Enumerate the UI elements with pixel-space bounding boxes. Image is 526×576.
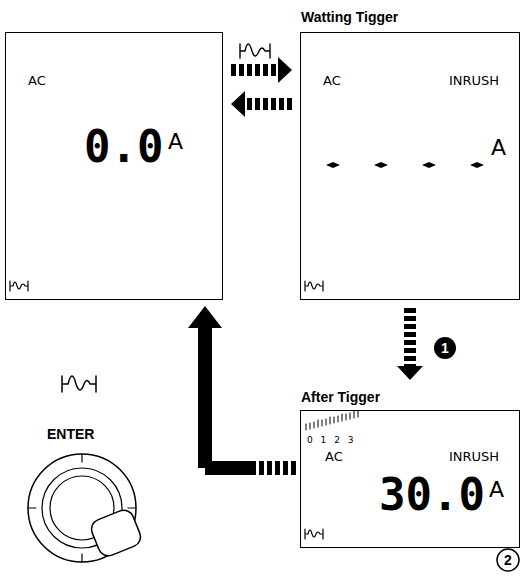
flow-arrow xyxy=(231,91,292,117)
arrow-part xyxy=(198,328,212,468)
lcd-dashes xyxy=(326,162,484,168)
flow-arrow xyxy=(397,308,423,380)
arrow-part xyxy=(404,364,416,366)
arrow-part xyxy=(231,64,236,76)
lcd-screen: After Tigger0 1 2 3ACINRUSH30.0A xyxy=(300,410,520,548)
screen-heading: After Tigger xyxy=(301,389,380,405)
arrow-part xyxy=(247,64,252,76)
waveform-icon xyxy=(62,376,96,392)
arrow-part xyxy=(255,98,260,110)
arrow-part xyxy=(404,332,416,337)
mode-label: INRUSH xyxy=(449,73,499,88)
flow-arrow xyxy=(188,306,296,475)
screen-heading: Watting Tigger xyxy=(301,9,398,25)
bar-scale xyxy=(306,411,358,430)
lcd-reading: 30.0 xyxy=(379,469,485,520)
unit-label: A xyxy=(491,135,506,160)
lcd-screen: Watting TiggerACINRUSHA xyxy=(300,32,520,300)
scale-numbers: 0 1 2 3 xyxy=(307,435,354,445)
waveform-icon xyxy=(10,281,28,291)
arrow-part xyxy=(283,461,288,475)
arrow-part xyxy=(263,64,268,76)
waveform-icon xyxy=(305,281,323,291)
mode-label: AC xyxy=(28,73,46,88)
arrow-part xyxy=(291,461,296,475)
arrow-part xyxy=(205,461,256,475)
arrow-part xyxy=(404,356,416,361)
enter-knob xyxy=(28,454,144,562)
button-label: ENTER xyxy=(47,426,94,442)
lcd-screen: AC 0.0A xyxy=(5,32,223,300)
arrow-part xyxy=(404,348,416,353)
callout-number: 1 xyxy=(441,340,449,356)
arrow-part xyxy=(278,57,292,83)
callout-circle xyxy=(434,337,456,359)
lcd-reading: 0.0 xyxy=(84,121,163,172)
arrow-part xyxy=(275,461,280,475)
arrow-part xyxy=(397,366,423,380)
unit-label: A xyxy=(489,477,504,502)
waveform-icon xyxy=(240,44,270,58)
unit-label: A xyxy=(168,129,183,154)
arrow-part xyxy=(404,308,416,313)
mode-label: AC xyxy=(325,449,343,464)
arrow-part xyxy=(271,98,276,110)
arrow-part xyxy=(271,64,276,76)
arrow-part xyxy=(259,461,264,475)
arrow-part xyxy=(263,98,268,110)
arrow-part xyxy=(255,64,260,76)
waveform-icon xyxy=(305,529,323,539)
arrow-part xyxy=(279,98,284,110)
mode-label: AC xyxy=(323,73,341,88)
flow-arrow xyxy=(231,57,292,83)
callout-number: 2 xyxy=(504,552,512,568)
callout-circle xyxy=(497,549,519,571)
arrow-part xyxy=(239,64,244,76)
arrow-part xyxy=(188,306,222,328)
arrow-part xyxy=(404,316,416,321)
arrow-part xyxy=(287,98,292,110)
arrow-part xyxy=(231,91,245,117)
arrow-part xyxy=(404,340,416,345)
arrow-part xyxy=(267,461,272,475)
mode-label: INRUSH xyxy=(449,449,499,464)
arrow-part xyxy=(404,324,416,329)
arrow-part xyxy=(247,98,252,110)
